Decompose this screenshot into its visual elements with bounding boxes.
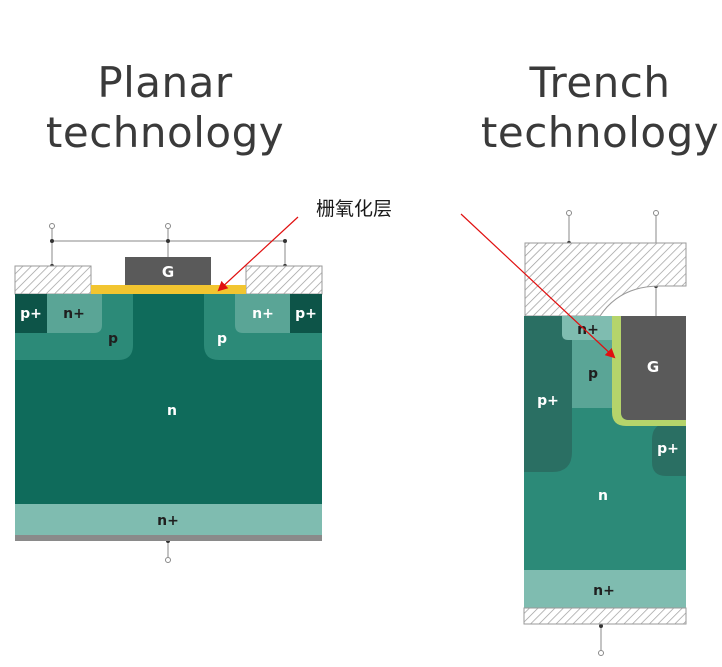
planar-n-plus-left [47, 294, 102, 333]
planar-n-plus-right [235, 294, 290, 333]
planar-source-metal-right [245, 265, 323, 295]
planar-p-plus-left-label: p+ [20, 306, 42, 322]
trench-title-line2: technology [480, 108, 720, 157]
planar-source-metal-left [14, 265, 92, 295]
planar-n-drift-label: n [167, 403, 177, 419]
planar-title: Planar technology [20, 58, 310, 158]
planar-p-plus-left [15, 294, 47, 333]
trench-p-plus-right [652, 424, 686, 476]
planar-n-plus-substrate [15, 504, 322, 535]
planar-p-right-label: p [217, 331, 227, 347]
trench-drain-metal [523, 607, 687, 625]
trench-p-plus-right-label: p+ [657, 441, 679, 457]
planar-p-plus-right [290, 294, 322, 333]
trench-n-plus-substrate-label: n+ [593, 583, 615, 599]
trench-n-plus-substrate [524, 570, 686, 608]
trench-n-plus-top [562, 316, 615, 340]
planar-p-plus-right-label: p+ [295, 306, 317, 322]
planar-n-plus-right-label: n+ [252, 306, 274, 322]
trench-title: Trench technology [470, 58, 722, 158]
trench-n-plus-top-label: n+ [577, 322, 599, 338]
planar-device: G p+ n+ p n+ p+ p n n+ [14, 223, 323, 563]
planar-gate-oxide [91, 285, 246, 294]
planar-gate-label: G [162, 263, 174, 281]
trench-p-plus-left-label: p+ [537, 393, 559, 409]
planar-drain-metal [15, 535, 322, 541]
planar-title-line1: Planar [97, 58, 233, 107]
planar-p-left-label: p [108, 331, 118, 347]
trench-title-line1: Trench [529, 58, 671, 107]
gate-oxide-annotation: 栅氧化层 [316, 198, 393, 220]
planar-gate [125, 257, 211, 285]
planar-n-plus-left-label: n+ [63, 306, 85, 322]
trench-p-plus-left [524, 316, 572, 472]
trench-source-metal [524, 242, 687, 317]
trench-gate [621, 316, 686, 420]
trench-oxide-arrow [460, 213, 616, 359]
planar-oxide-arrow [217, 216, 299, 292]
trench-device: n+ p G p+ p+ n n+ [523, 210, 687, 656]
trench-p-body-label: p [588, 366, 598, 382]
trench-gate-oxide [612, 316, 686, 426]
trench-terminals [566, 210, 659, 656]
planar-n-plus-substrate-label: n+ [157, 513, 179, 529]
trench-n-drift-label: n [598, 488, 608, 504]
planar-title-line2: technology [45, 108, 285, 157]
planar-terminals [49, 223, 287, 563]
trench-gate-label: G [647, 358, 659, 376]
